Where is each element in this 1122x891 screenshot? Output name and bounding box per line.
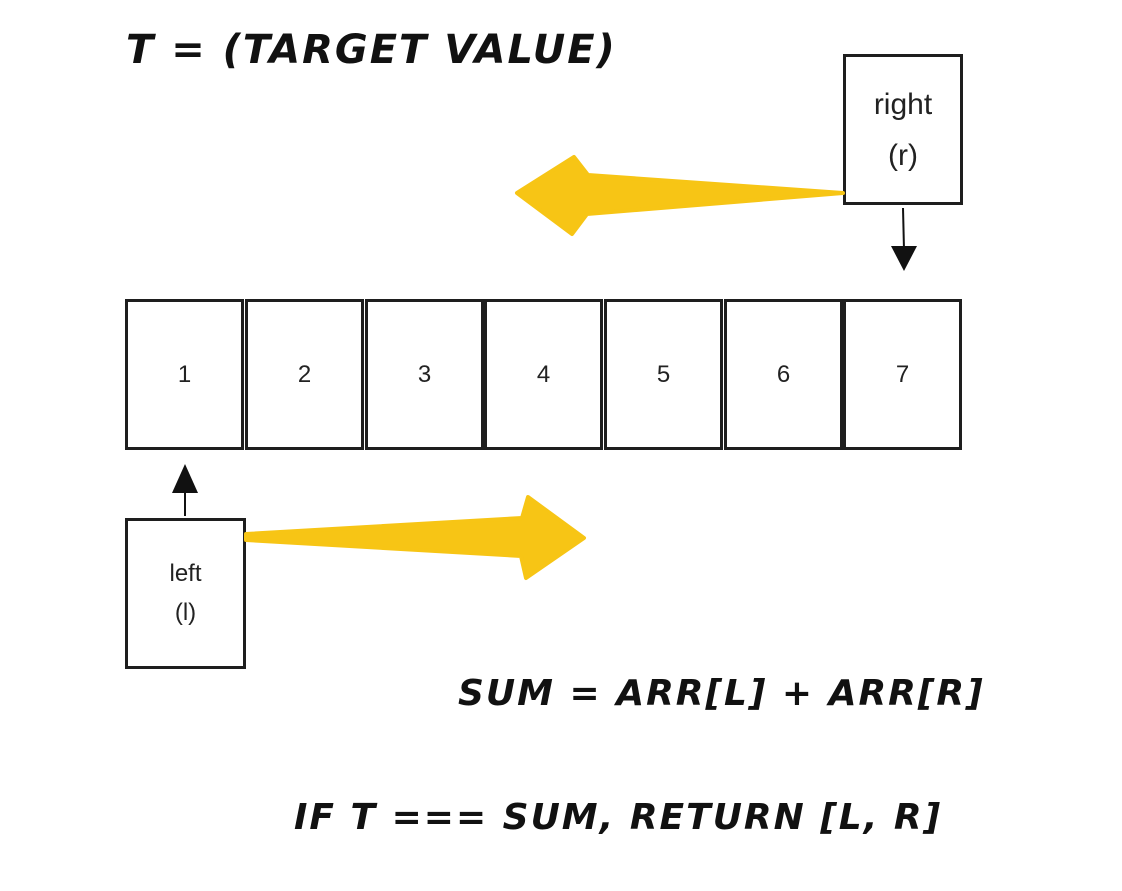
array-cell-value: 5 — [656, 360, 671, 388]
array-cell: 6 — [724, 299, 843, 450]
arrow-left-icon — [515, 155, 845, 236]
array-cell: 3 — [365, 299, 484, 450]
left-pointer-box: left (l) — [125, 518, 246, 669]
arrow-up-icon — [172, 464, 198, 516]
array-cell: 2 — [245, 299, 364, 450]
target-value-title: T = (TARGET VALUE) — [126, 27, 617, 73]
right-pointer-short: (r) — [888, 138, 918, 172]
array-cell: 4 — [484, 299, 603, 450]
array-cell: 7 — [843, 299, 962, 450]
array-cell-value: 4 — [536, 360, 551, 388]
array-cell-value: 3 — [417, 360, 432, 388]
left-pointer-short: (l) — [174, 598, 197, 626]
array-cell-value: 6 — [776, 360, 791, 388]
array-cell-value: 1 — [177, 360, 192, 388]
arrow-right-icon — [244, 495, 586, 580]
arrow-down-icon — [891, 207, 917, 271]
condition-text: IF T === SUM, RETURN [L, R] — [294, 797, 943, 838]
array-cell: 5 — [604, 299, 723, 450]
sum-formula: SUM = ARR[L] + ARR[R] — [458, 673, 985, 714]
array-cell: 1 — [125, 299, 244, 450]
right-pointer-label: right — [873, 87, 933, 121]
array-cell-value: 2 — [297, 360, 312, 388]
array-cell-value: 7 — [895, 360, 910, 388]
left-pointer-label: left — [169, 560, 202, 588]
right-pointer-box: right (r) — [843, 54, 963, 205]
